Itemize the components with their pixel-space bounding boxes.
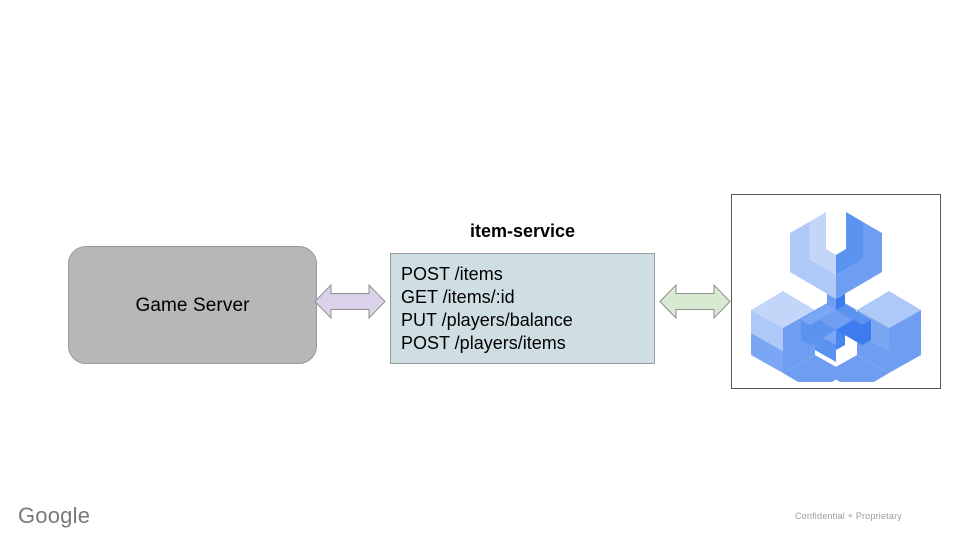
google-wordmark: Google	[18, 503, 91, 528]
connector-item-service-to-datastore[interactable]	[659, 279, 731, 324]
endpoint-item-1: GET /items/:id	[401, 287, 515, 307]
double-arrow-icon	[314, 283, 386, 320]
endpoint-item-2: PUT /players/balance	[401, 310, 573, 330]
item-service-box[interactable]: POST /items GET /items/:id PUT /players/…	[390, 253, 655, 364]
logo-image-frame	[731, 194, 941, 389]
connector-game-server-to-item-service[interactable]	[314, 279, 386, 324]
endpoint-item-0: POST /items	[401, 264, 503, 284]
double-arrow-icon	[659, 283, 731, 320]
game-server-box[interactable]: Game Server	[68, 246, 317, 364]
confidentiality-note: Confidential + Proprietary	[794, 511, 902, 521]
isometric-three-wrench-logo	[751, 211, 921, 382]
game-server-label: Game Server	[135, 294, 250, 316]
endpoint-item-3: POST /players/items	[401, 333, 566, 353]
item-service-title: item-service	[469, 221, 576, 241]
